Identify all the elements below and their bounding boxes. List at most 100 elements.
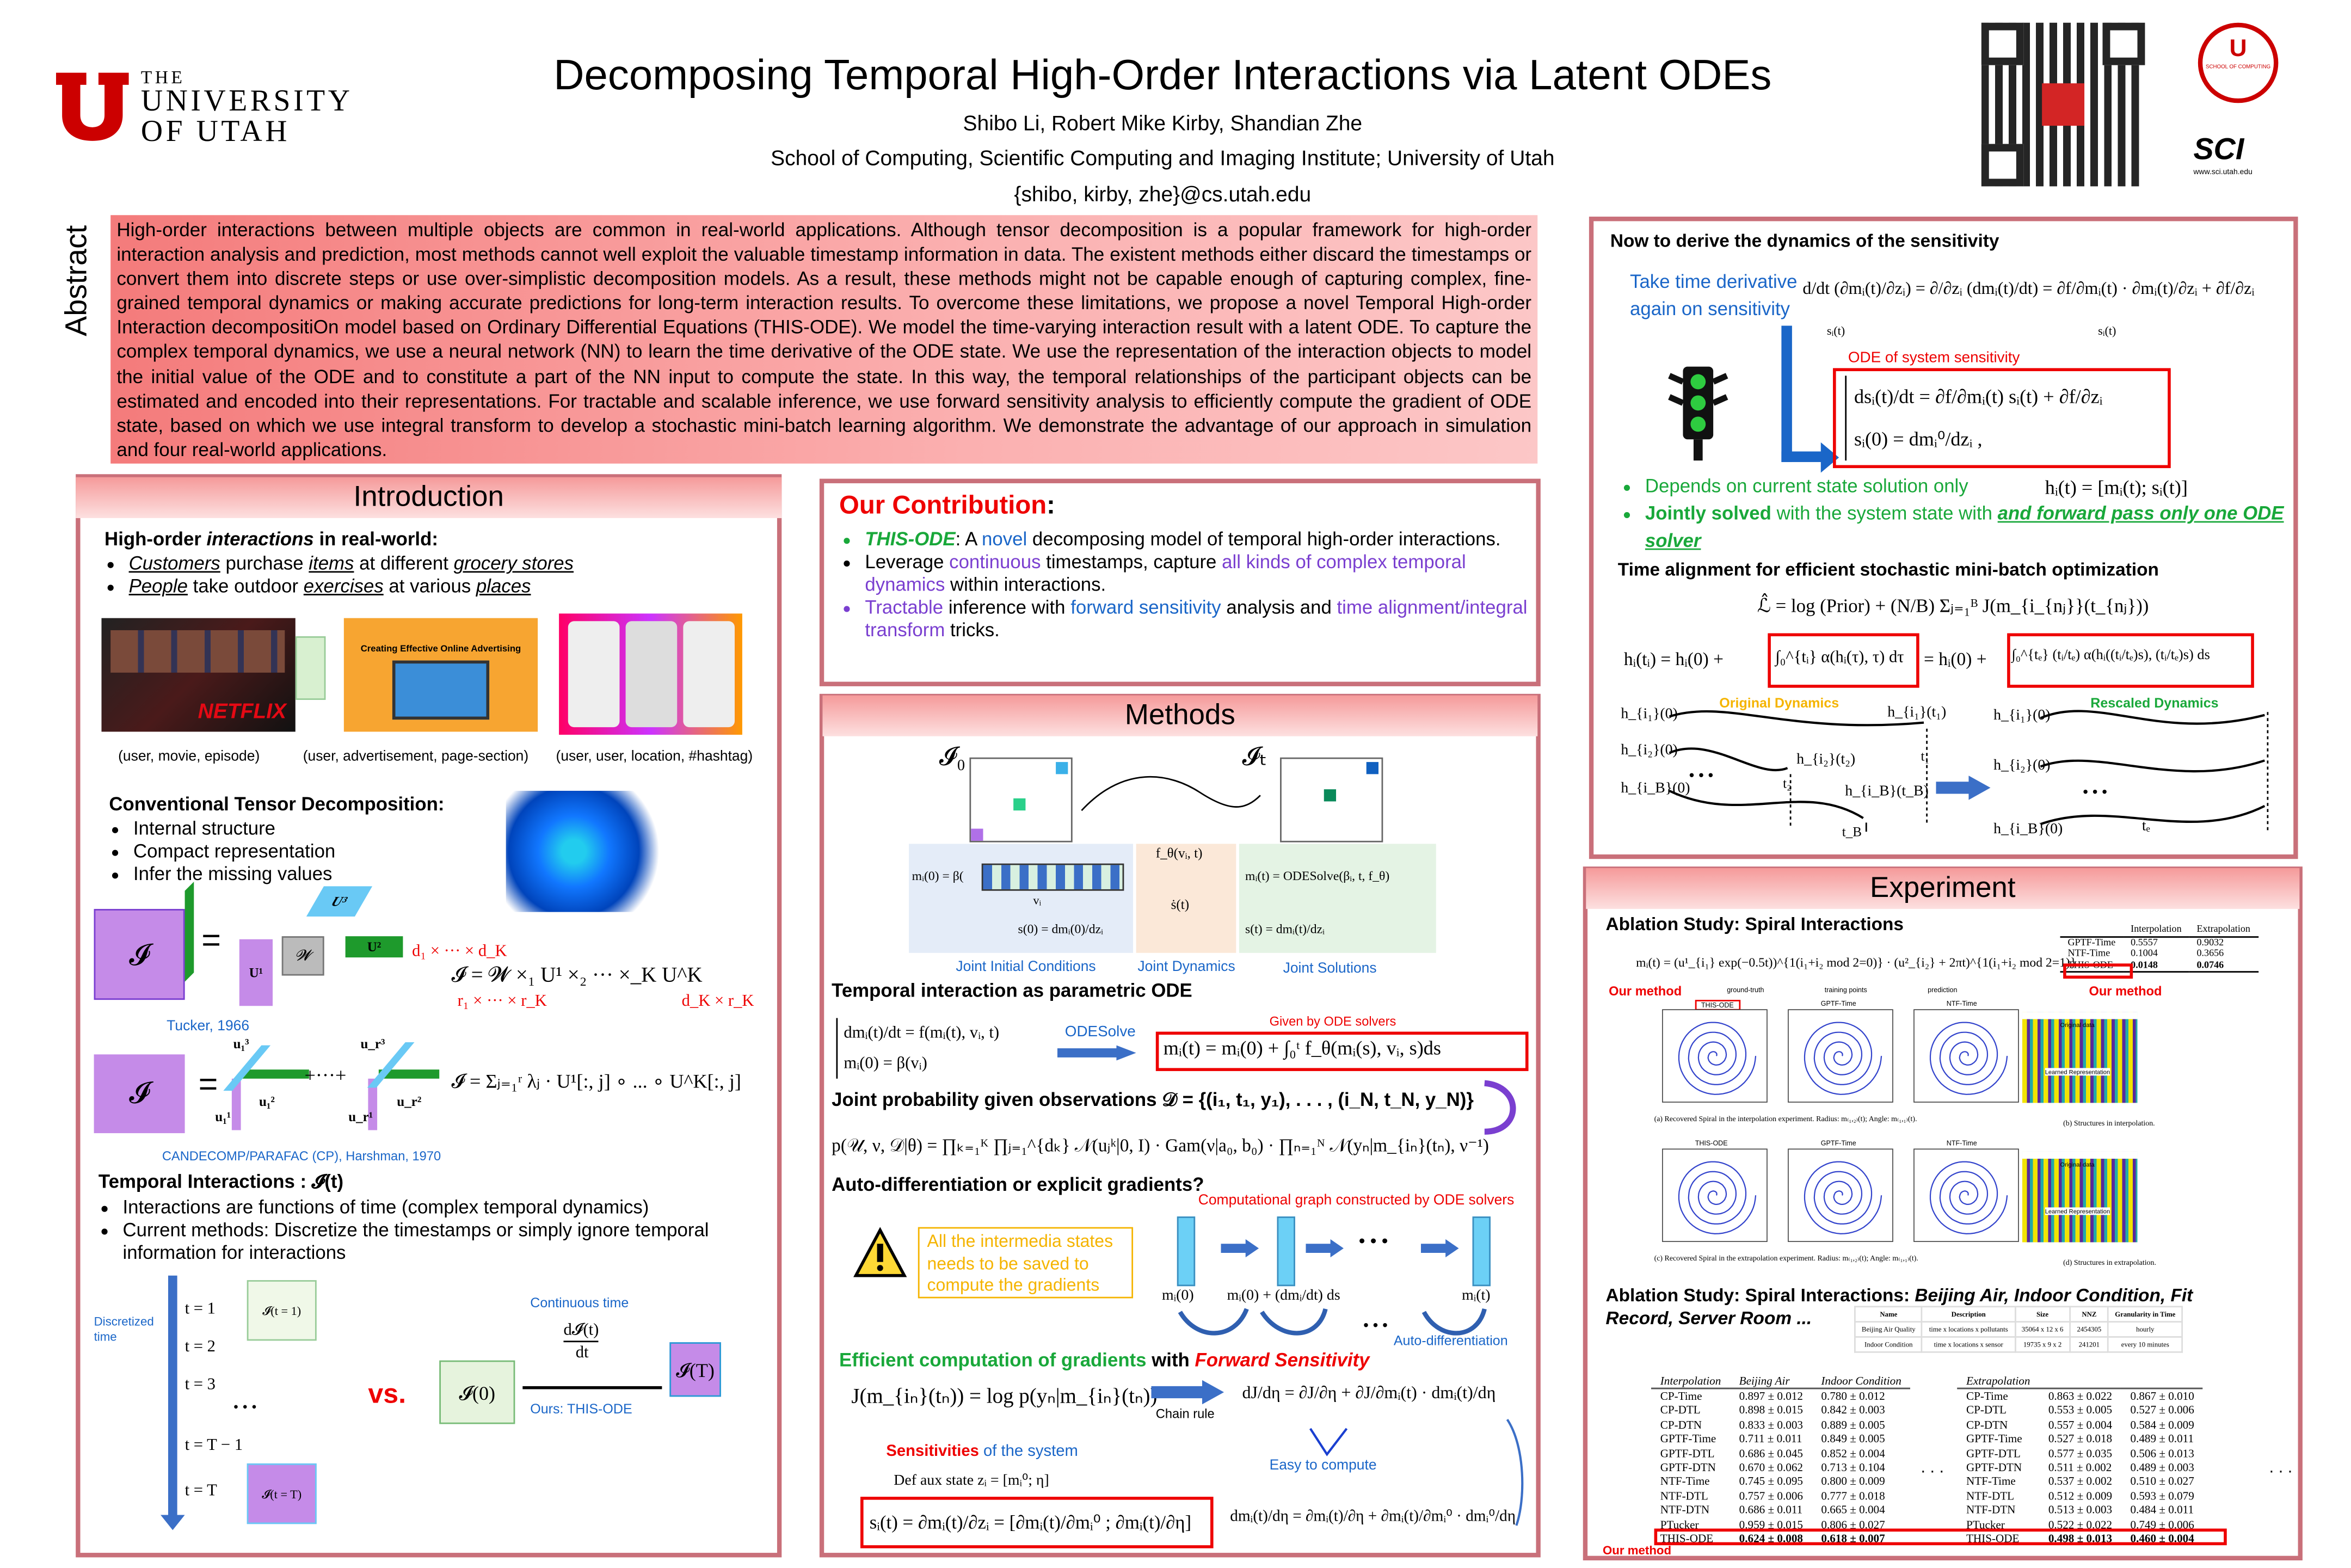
aux-state-definition: Def aux state zᵢ = [mᵢ⁰; η] (894, 1472, 1049, 1490)
tick-label: t = 1 (184, 1300, 216, 1318)
embedding-bar (981, 863, 1124, 891)
graph-label: Computational graph constructed by ODE s… (1198, 1192, 1515, 1209)
abstract-box: High-order interactions between multiple… (110, 215, 1538, 464)
table-cell: Beijing Air Quality (1854, 1321, 1923, 1338)
logo-text-the: THE (140, 66, 186, 88)
table-cell: 0.745 ± 0.095 (1739, 1474, 1803, 1489)
column-header: Indoor Condition (1812, 1374, 1911, 1389)
sensitivity-heading: Now to derive the dynamics of the sensit… (1610, 230, 1999, 252)
equals-sign: = (198, 1065, 218, 1103)
ode-sensitivity-label: ODE of system sensitivity (1848, 349, 2020, 367)
caption-joint-dynamics: Joint Dynamics (1137, 958, 1235, 976)
table-cell: 0.489 ± 0.011 (2130, 1432, 2194, 1446)
arrow-line (522, 1386, 662, 1389)
heatmap-label: Original data (2060, 1160, 2095, 1169)
rescaled-integral: ∫₀^{tₑ} (tᵢ/tₑ) α(hᵢ((tᵢ/tₑ)s), (tᵢ/tₑ)s… (2011, 648, 2210, 664)
tensor-I-cube: 𝓘 (94, 909, 185, 1000)
tick-label: t = 2 (184, 1337, 216, 1356)
derivative-denominator: dt (575, 1343, 589, 1362)
logo-text-of-utah: OF UTAH (140, 115, 291, 149)
plot-title: GPTF-Time (1820, 1139, 1856, 1147)
table-cell: CP-DTL (1660, 1403, 1701, 1417)
tensor-slice-icon (295, 636, 326, 700)
caption-joint-initial: Joint Initial Conditions (956, 958, 1096, 976)
table-cell: 0.593 ± 0.079 (2130, 1489, 2194, 1503)
tucker-dims: d₁ × ··· × d_K (412, 942, 507, 961)
cp-label: u₁¹ (215, 1109, 231, 1124)
tucker-dkrk: d_K × r_K (681, 992, 754, 1011)
joint-probability-equation: p(𝒰, ν, 𝒟|θ) = ∏ₖ₌₁ᴷ ∏ⱼ₌₁^{dₖ} 𝒩(uⱼᵏ|0, … (832, 1134, 1489, 1156)
h-label: h_{i₂}(t₂) (1796, 751, 1856, 768)
cube-side (184, 881, 194, 982)
s0-equation: s(0) = dmᵢ(0)/dzᵢ (1018, 921, 1103, 937)
table-cell: 2454305 (2069, 1321, 2109, 1338)
table-cell: 0.897 ± 0.012 (1739, 1389, 1803, 1403)
cp-plus: +···+ (304, 1063, 347, 1086)
continuous-time-label: Continuous time (530, 1295, 629, 1311)
spiral-plot (1913, 1148, 2019, 1242)
t-label: t₂ (1783, 776, 1792, 791)
cp-label: u₁³ (233, 1036, 249, 1052)
original-integral-box (1768, 633, 1919, 688)
heatmap-label: Learned Representation (2045, 1207, 2110, 1215)
hoi-item: People take outdoor exercises at various… (129, 576, 574, 599)
table-cell: time x locations x pollutants (1921, 1321, 2016, 1338)
h-label: h_{i₁}(0) (1621, 706, 1678, 723)
caption-social: (user, user, location, #hashtag) (556, 748, 753, 765)
table-cell: 0.489 ± 0.003 (2130, 1460, 2194, 1474)
netflix-image: NETFLIX (101, 618, 296, 732)
emails: {shibo, kirby, zhe}@cs.utah.edu (1014, 182, 1312, 206)
time-alignment-heading: Time alignment for efficient stochastic … (1617, 559, 2159, 581)
table-cell: 0.780 ± 0.012 (1821, 1389, 1885, 1403)
cube-initial (969, 757, 1073, 843)
column-header: Granularity in Time (2107, 1306, 2183, 1323)
table-cell: GPTF-DTL (1660, 1446, 1715, 1460)
table-cell: GPTF-Time (1660, 1432, 1716, 1446)
table-cell: 0.898 ± 0.015 (1739, 1403, 1803, 1417)
table-cell: 0.3656 (2196, 948, 2224, 959)
university-of-utah-logo: THE UNIVERSITY OF UTAH (53, 66, 350, 149)
h-label: h_{i₁}(t₁) (1887, 704, 1947, 721)
qr-code[interactable] (1981, 22, 2145, 187)
this-ode-highlight (2063, 963, 2133, 979)
table-cell: NTF-Time (2067, 948, 2110, 959)
joint-dynamics-box (1136, 844, 1236, 953)
methods-panel (819, 693, 1541, 1558)
equals-sign: = (201, 921, 221, 959)
rescaled-dynamics-label: Rescaled Dynamics (2090, 695, 2219, 711)
figure-caption: (b) Structures in interpolation. (2063, 1121, 2155, 1129)
temporal-list: Interactions are functions of time (comp… (99, 1197, 759, 1265)
table-cell: NTF-DTL (1660, 1489, 1708, 1503)
label-It: 𝓘ₜ (1242, 742, 1267, 771)
table-cell: GPTF-DTL (1966, 1446, 2021, 1460)
joint-initial-box (909, 844, 1134, 953)
table-cell: NTF-Time (1660, 1474, 1710, 1489)
column-header (2121, 1374, 2204, 1389)
odesolve-label: ODESolve (1064, 1024, 1136, 1041)
table-cell: Indoor Condition (1854, 1336, 1923, 1353)
elbo-equation: ℒ̂ = log (Prior) + (N/B) Σⱼ₌₁ᴮ J(m_{i_{n… (1757, 595, 2149, 617)
table-cell: 0.665 ± 0.004 (1821, 1503, 1885, 1517)
sci-logo: SCI www.sci.utah.edu (2193, 133, 2252, 177)
table-cell: CP-Time (1660, 1389, 1702, 1403)
table-cell: NTF-DTN (1660, 1503, 1710, 1517)
table-cell: 0.9032 (2196, 937, 2224, 948)
table-cell: 0.713 ± 0.104 (1821, 1460, 1885, 1474)
joint-probability-heading: Joint probability given observations 𝒟 =… (832, 1089, 1474, 1111)
st-equation: s(t) = dmᵢ(t)/dzᵢ (1245, 921, 1325, 937)
table-cell: 0.686 ± 0.045 (1739, 1446, 1803, 1460)
cp-label: u_r³ (360, 1036, 385, 1052)
sensitivities-label: Sensitivities of the system (886, 1442, 1078, 1461)
